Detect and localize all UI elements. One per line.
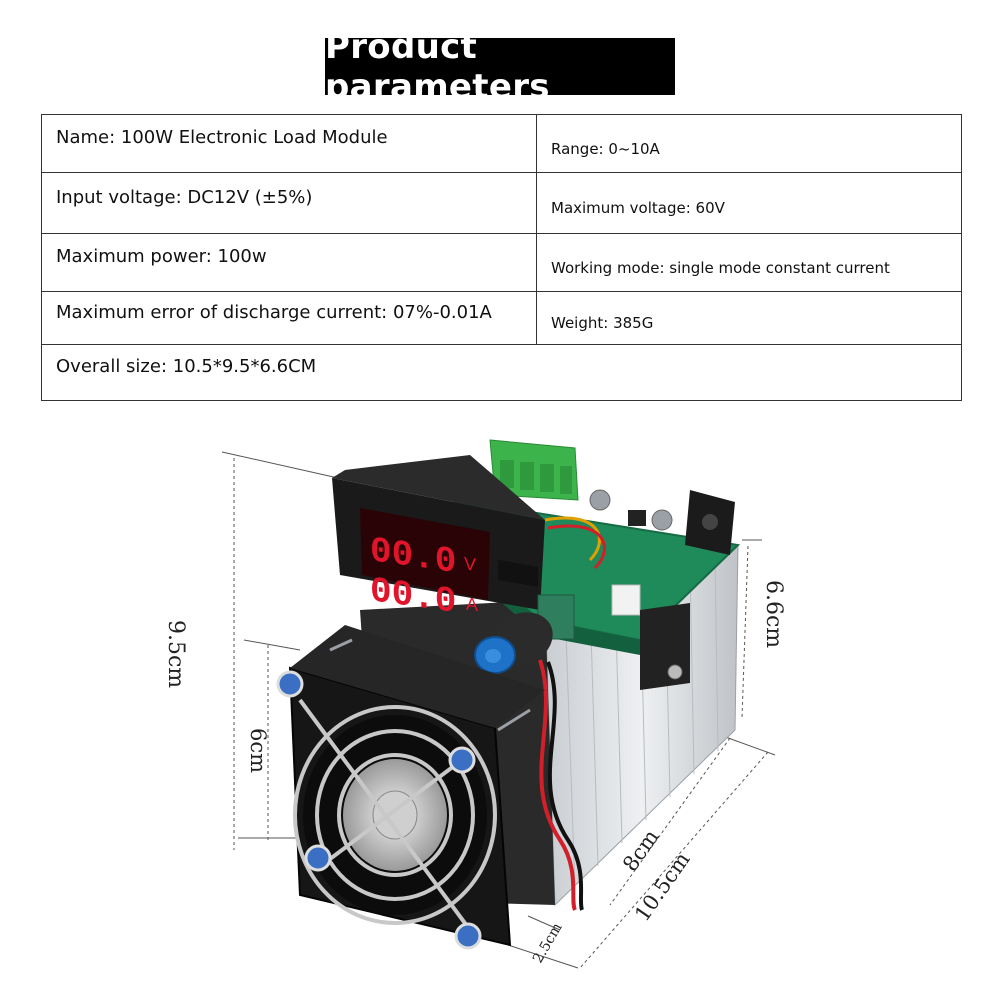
wire-connector — [611, 584, 641, 616]
fan-screws — [276, 670, 482, 950]
spec-max-power: Maximum power: 100w — [41, 233, 537, 292]
table-row: Maximum error of discharge current: 07%-… — [41, 291, 962, 345]
dim-line-body-height — [741, 545, 749, 719]
black-wire — [546, 661, 584, 911]
spec-working-mode: Working mode: single mode constant curre… — [536, 233, 962, 292]
spec-weight: Weight: 385G — [536, 291, 962, 345]
capacitor — [589, 489, 611, 511]
meter-current-unit: A — [466, 594, 479, 616]
mosfet — [640, 603, 690, 691]
spec-max-voltage: Maximum voltage: 60V — [536, 172, 962, 234]
spec-range: Range: 0~10A — [536, 114, 962, 173]
capacitor — [651, 509, 673, 531]
dim-label-fan-height: 6cm — [246, 728, 270, 774]
spec-table: Name: 100W Electronic Load Module Range:… — [41, 114, 962, 401]
spring-bolts — [329, 638, 531, 732]
spec-name: Name: 100W Electronic Load Module — [41, 114, 537, 173]
dc-jack-hole — [702, 514, 718, 530]
red-wire — [538, 659, 577, 911]
dim-line-heatsink-length — [609, 737, 731, 906]
table-row: Maximum power: 100w Working mode: single… — [41, 233, 962, 292]
adjustment-knob — [474, 594, 575, 674]
dim-label-height-total: 9.5cm — [163, 620, 188, 689]
dimension-lines — [221, 451, 776, 969]
dim-tick-front — [507, 944, 579, 969]
dim-tick-fan-depth — [527, 915, 561, 931]
mosfet-screw — [667, 664, 683, 680]
spec-overall-size: Overall size: 10.5*9.5*6.6CM — [41, 344, 962, 401]
dim-tick-top — [221, 451, 339, 479]
ic-chip — [628, 510, 646, 526]
dim-label-body-height: 6.6cm — [761, 580, 786, 649]
fan-guard — [293, 698, 497, 932]
red-wire-small — [547, 524, 606, 570]
terminal-block — [489, 439, 579, 501]
spec-max-error: Maximum error of discharge current: 07%-… — [41, 291, 537, 345]
dim-tick-body-bottom — [719, 734, 776, 756]
dim-tick-fan-top — [243, 639, 301, 651]
table-row: Input voltage: DC12V (±5%) Maximum volta… — [41, 172, 962, 234]
meter-voltage-unit: V — [464, 553, 476, 575]
table-row: Overall size: 10.5*9.5*6.6CM — [41, 344, 962, 401]
yellow-wire — [544, 516, 601, 562]
panel-meter — [332, 455, 545, 610]
table-row: Name: 100W Electronic Load Module Range:… — [41, 114, 962, 173]
